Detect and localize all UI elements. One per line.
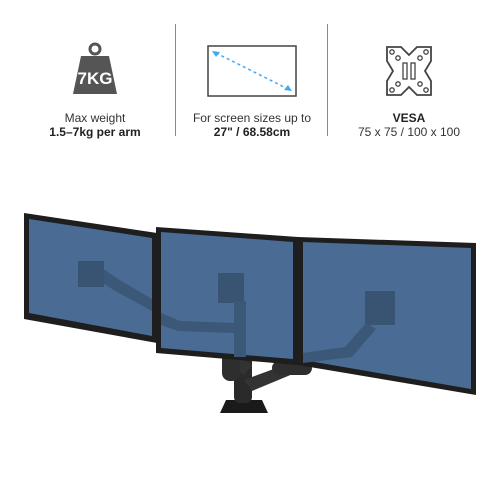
spec-vesa-value: 75 x 75 / 100 x 100 (357, 125, 461, 139)
divider (327, 24, 328, 136)
spec-max-weight-value: 1.5–7kg per arm (49, 125, 141, 139)
spec-screen-size: For screen sizes up to 27" / 68.58cm (178, 0, 326, 160)
monitor-center (156, 227, 298, 365)
spec-screen-size-value: 27" / 68.58cm (213, 125, 291, 139)
desk-clamp (220, 400, 268, 413)
monitor-left (24, 213, 157, 343)
vesa-plate-icon (386, 46, 432, 96)
spec-vesa-label: VESA (392, 111, 426, 125)
spec-max-weight-label: Max weight (64, 111, 126, 125)
spec-max-weight: 7KG Max weight 1.5–7kg per arm (20, 0, 170, 160)
spec-vesa: VESA 75 x 75 / 100 x 100 (334, 0, 484, 160)
spec-screen-size-label: For screen sizes up to (192, 111, 312, 125)
weight-icon-label: 7KG (78, 69, 113, 88)
triple-monitor-arm-product (24, 213, 476, 413)
spec-bar: 7KG Max weight 1.5–7kg per arm For scree… (0, 0, 500, 160)
monitor-right (298, 237, 476, 395)
divider (175, 24, 176, 136)
screen-size-icon (207, 45, 297, 97)
weight-icon: 7KG (73, 42, 117, 94)
